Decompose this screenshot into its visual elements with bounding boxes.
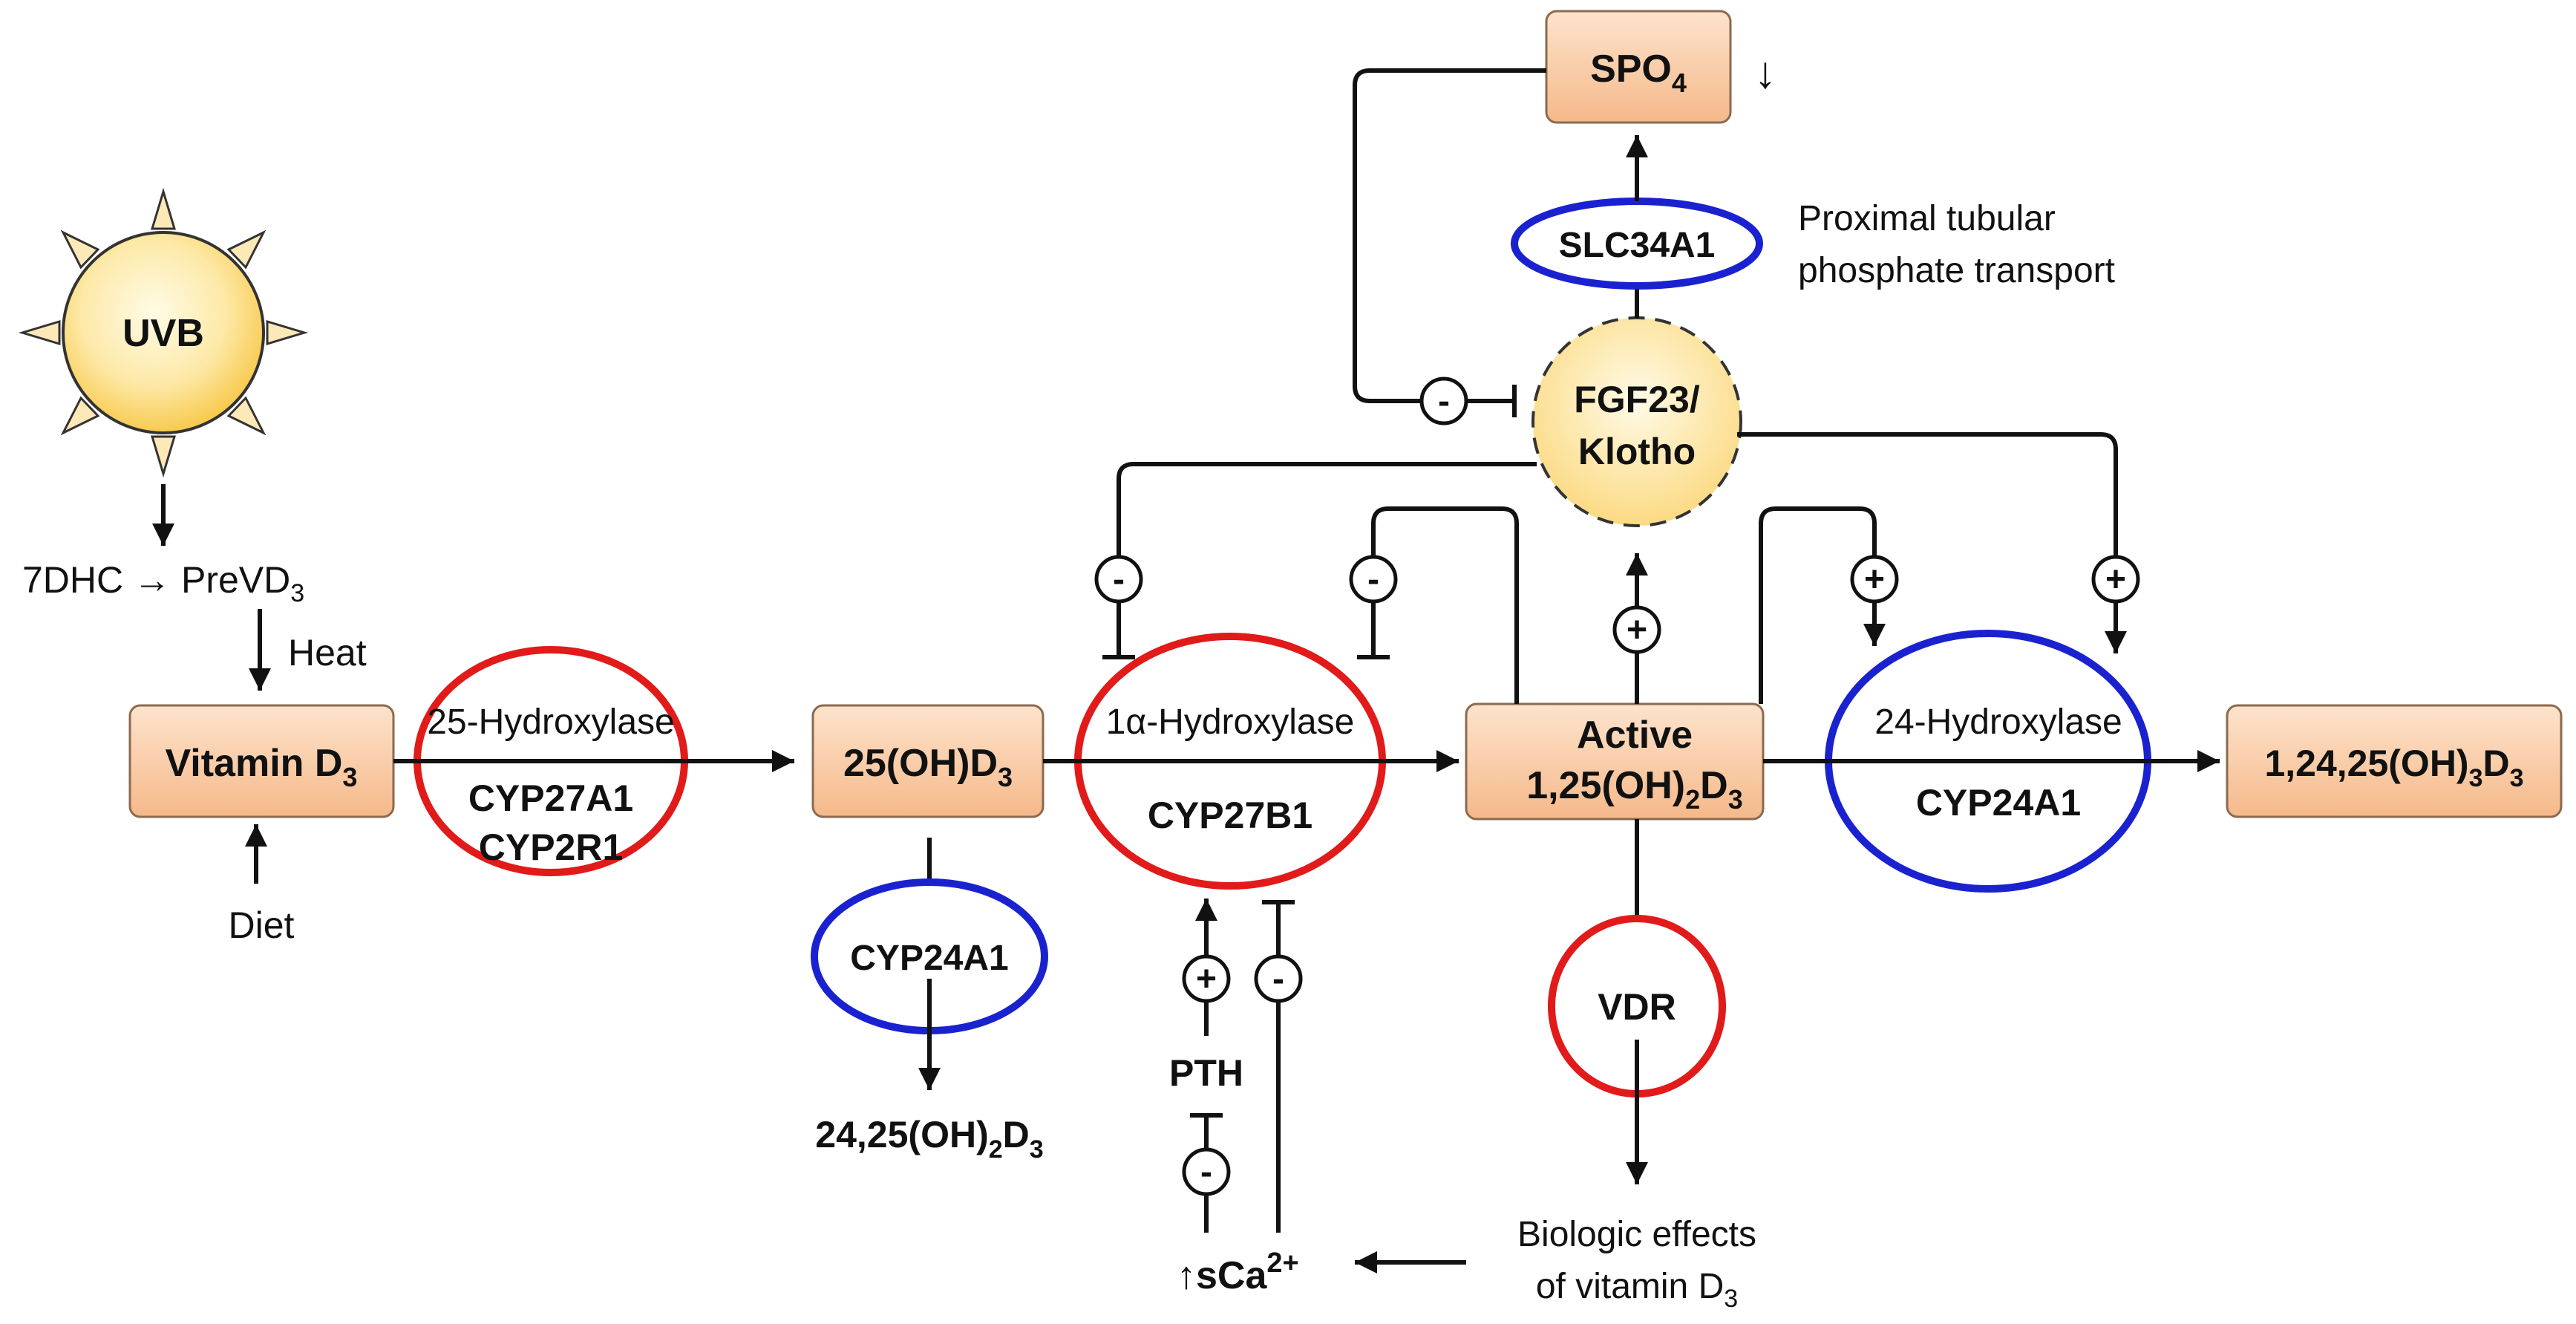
plus-sign-label: + bbox=[2105, 560, 2126, 599]
spo4-fgf23-feedback-line bbox=[1353, 68, 1546, 403]
sun-icon bbox=[18, 187, 309, 478]
plus-sign-pth-1a bbox=[1182, 954, 1231, 1003]
minus-sign-fgf23-1a-1 bbox=[1094, 555, 1143, 604]
minus-sign-label: - bbox=[1113, 560, 1125, 599]
active-label: Active bbox=[1577, 714, 1693, 757]
fgf23-klotho-node bbox=[1531, 316, 1742, 527]
spo4-decrease-arrow-icon: ↓ bbox=[1754, 48, 1776, 97]
cyp27b1-label: CYP27B1 bbox=[1148, 795, 1312, 836]
minus-sign-active-1a bbox=[1349, 555, 1398, 604]
pth-label: PTH bbox=[1169, 1052, 1243, 1094]
12425oh3d3-box bbox=[2226, 704, 2563, 818]
precursor-label: 7DHC → PreVD3 bbox=[22, 559, 304, 607]
active-24-hydroxylase-activation-line bbox=[1759, 506, 1886, 704]
plus-sign-label: + bbox=[1864, 560, 1885, 599]
transport-line1: Proximal tubular bbox=[1798, 199, 2056, 238]
minus-sign-spo4-fgf23 bbox=[1419, 376, 1468, 425]
minus-sign-sca-pth bbox=[1182, 1147, 1231, 1196]
spo4-box bbox=[1545, 10, 1732, 124]
12425oh3d3-label: 1,24,25(OH)3D3 bbox=[2264, 743, 2523, 792]
cyp24a1-small-label: CYP24A1 bbox=[850, 939, 1008, 978]
minus-sign-label: - bbox=[1438, 382, 1450, 421]
1a-hydroxylase-title: 1α-Hydroxylase bbox=[1106, 702, 1355, 742]
cyp2r1-label: CYP2R1 bbox=[479, 826, 624, 868]
125oh2d3-label: 1,25(OH)2D3 bbox=[1526, 764, 1742, 815]
effects-line2: of vitamin D3 bbox=[1536, 1267, 1738, 1313]
slc34a1-label: SLC34A1 bbox=[1559, 226, 1716, 265]
active-1a-hydroxylase-inhibition-line bbox=[1371, 506, 1519, 704]
25oh-d3-label: 25(OH)D3 bbox=[843, 742, 1013, 792]
2425oh-d3-label: 24,25(OH)2D3 bbox=[815, 1114, 1043, 1164]
fgf23-1a-hydroxylase-inhibition-line-1 bbox=[1117, 462, 1537, 657]
sca-label: ↑sCa2+ bbox=[1177, 1248, 1299, 1297]
heat-label: Heat bbox=[288, 632, 367, 674]
plus-sign-fgf23-24 bbox=[2091, 555, 2140, 604]
24-hydroxylase-title: 24-Hydroxylase bbox=[1874, 702, 2122, 742]
vdr-label: VDR bbox=[1598, 986, 1676, 1028]
diet-label: Diet bbox=[229, 904, 295, 946]
cyp24a1-label: CYP24A1 bbox=[1916, 782, 2081, 824]
minus-sign-label: - bbox=[1200, 1152, 1212, 1192]
effects-line1: Biologic effects bbox=[1517, 1215, 1756, 1254]
fgf23-24-hydroxylase-activation-line bbox=[1737, 432, 2127, 653]
minus-sign-label: - bbox=[1367, 560, 1379, 599]
plus-sign-active-fgf23 bbox=[1612, 605, 1661, 654]
plus-sign-label: + bbox=[1627, 610, 1647, 650]
fgf23-label: FGF23/ bbox=[1574, 379, 1700, 420]
plus-sign-label: + bbox=[1196, 959, 1217, 999]
transport-line2: phosphate transport bbox=[1798, 251, 2115, 290]
minus-sign-label: - bbox=[1272, 959, 1284, 999]
cyp27a1-label: CYP27A1 bbox=[468, 777, 633, 819]
25-hydroxylase-title: 25-Hydroxylase bbox=[427, 702, 674, 742]
minus-sign-sca-1a bbox=[1254, 954, 1303, 1003]
spo4-label: SPO4 bbox=[1590, 48, 1687, 98]
plus-sign-active-24 bbox=[1850, 555, 1899, 604]
vitamin-d3-label: Vitamin D3 bbox=[166, 742, 358, 792]
klotho-label: Klotho bbox=[1578, 431, 1696, 472]
uvb-label: UVB bbox=[122, 312, 204, 355]
